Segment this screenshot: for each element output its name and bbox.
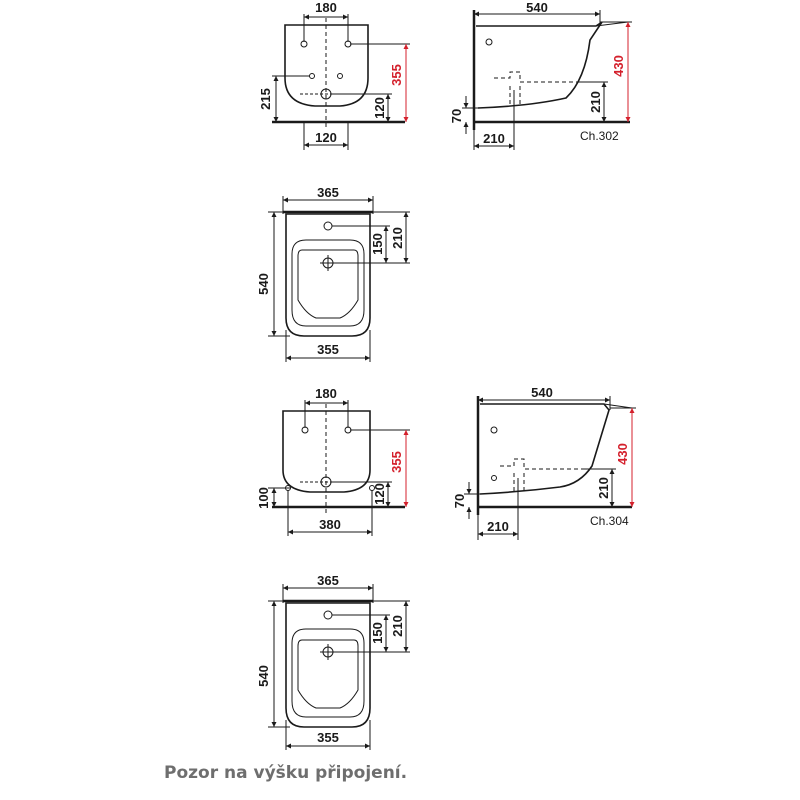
- bowl-outline: [284, 24, 369, 107]
- dim-height-left: 215: [258, 88, 273, 110]
- bowl-outline: [285, 213, 371, 337]
- dim-width-top: 180: [315, 0, 337, 15]
- dim-height-inner: 210: [596, 477, 611, 499]
- fixing-hole: [337, 73, 343, 79]
- outlet-pipe: [500, 458, 584, 492]
- dim-height-floor: 70: [449, 109, 464, 123]
- dim-150: 150: [370, 622, 385, 644]
- top-view-1: 365 540 150 210 355: [256, 185, 410, 362]
- bowl-inner: [291, 628, 365, 718]
- dim-length: 540: [531, 385, 553, 400]
- fixing-hole: [490, 426, 498, 434]
- connection-height-note: Pozor na výšku připojení.: [164, 763, 408, 783]
- dim-height-inner: 210: [588, 91, 603, 113]
- tap-hole: [323, 221, 333, 231]
- dim-width-bottom: 210: [483, 131, 505, 146]
- product-code: Ch.302: [580, 129, 619, 143]
- dim-height-red: 355: [389, 451, 404, 473]
- bowl-outline: [282, 410, 371, 493]
- dim-length-left: 540: [256, 273, 271, 295]
- dim-height-red: 430: [611, 55, 626, 77]
- bowl-inner: [291, 239, 365, 327]
- top-view-2: 365 540 150 210 355: [256, 573, 410, 750]
- outlet-pipe: [494, 71, 576, 104]
- dim-height-inner: 120: [372, 97, 387, 119]
- dim-width-bottom: 355: [317, 730, 339, 745]
- dim-height-left: 100: [256, 487, 271, 509]
- dim-210: 210: [390, 227, 405, 249]
- dim-width-bottom: 210: [487, 519, 509, 534]
- dim-height-red: 355: [389, 64, 404, 86]
- dim-height-inner: 120: [372, 483, 387, 505]
- product-code: Ch.304: [590, 514, 629, 528]
- front-view-1: 180 215 355 120 120: [258, 0, 410, 150]
- dim-210: 210: [390, 615, 405, 637]
- dim-width-bottom: 120: [315, 130, 337, 145]
- front-view-2: 180 100 355 120 380: [256, 386, 410, 536]
- fixing-hole: [309, 73, 315, 79]
- dim-width-top: 180: [315, 386, 337, 401]
- fixing-hole: [485, 38, 493, 46]
- side-view-2: 540 430 210 70 210 Ch.304: [452, 385, 636, 540]
- tap-hole: [323, 610, 333, 620]
- dim-height-red: 430: [615, 443, 630, 465]
- bowl-profile: [476, 21, 603, 109]
- dim-width-top: 365: [317, 573, 339, 588]
- dim-width-bottom: 380: [319, 517, 341, 532]
- dim-width-bottom: 355: [317, 342, 339, 357]
- dim-height-floor: 70: [452, 494, 467, 508]
- bowl-outline: [285, 602, 371, 728]
- bowl-profile: [479, 403, 610, 495]
- dim-150: 150: [370, 233, 385, 255]
- fixing-hole: [491, 475, 497, 481]
- side-view-1: 540 430 210 70 210 Ch.302: [449, 0, 632, 150]
- dim-length: 540: [526, 0, 548, 15]
- dim-length-left: 540: [256, 665, 271, 687]
- dim-width-top: 365: [317, 185, 339, 200]
